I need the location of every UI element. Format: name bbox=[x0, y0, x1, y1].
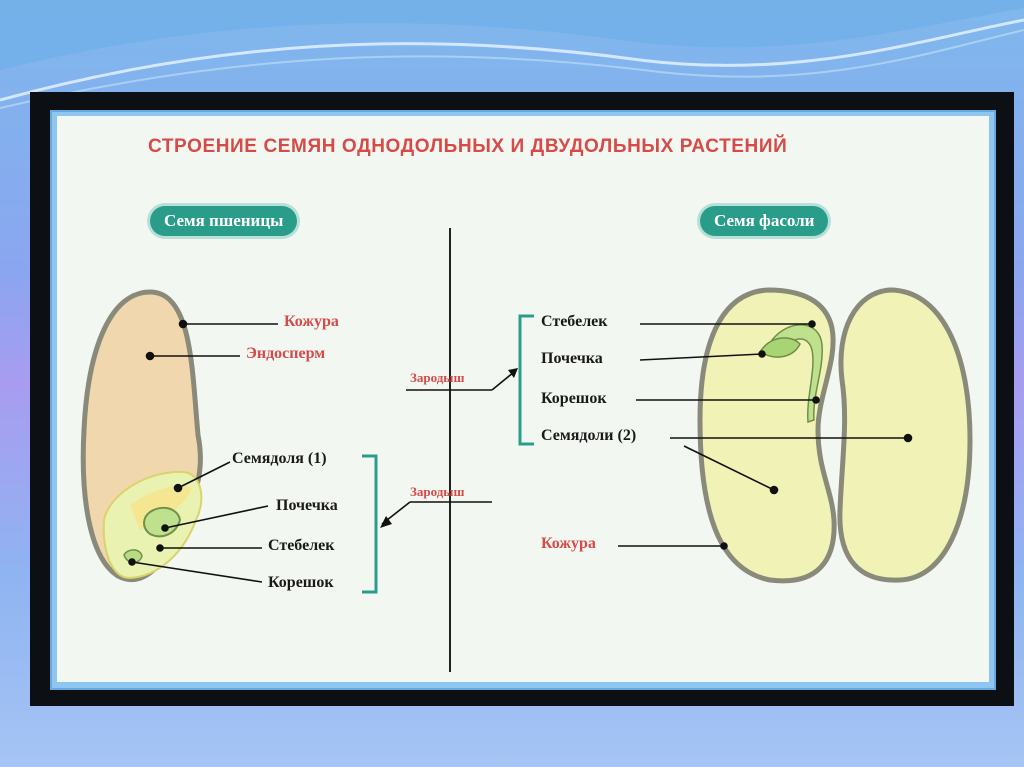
bean-bud-label: Почечка bbox=[541, 350, 603, 368]
bean-seed-badge: Семя фасоли bbox=[700, 206, 828, 236]
wheat-seed-drawing bbox=[83, 292, 201, 580]
wheat-endosperm-label: Эндосперм bbox=[246, 345, 325, 363]
wheat-embryo-bracket bbox=[362, 456, 376, 592]
bean-root-label: Корешок bbox=[541, 390, 607, 408]
wheat-seed-badge: Семя пшеницы bbox=[150, 206, 297, 236]
bean-cotyledons-label: Семядоли (2) bbox=[541, 427, 636, 445]
diagram-title: СТРОЕНИЕ СЕМЯН ОДНОДОЛЬНЫХ И ДВУДОЛЬНЫХ … bbox=[148, 136, 908, 158]
bean-stem-label: Стебелек bbox=[541, 313, 608, 331]
wheat-cotyledon-label: Семядоля (1) bbox=[232, 450, 327, 468]
bean-embryo-label: Зародыш bbox=[410, 370, 464, 386]
wheat-root-label: Корешок bbox=[268, 574, 334, 592]
bean-embryo-bracket bbox=[520, 316, 534, 444]
wheat-coat-label: Кожура bbox=[284, 313, 339, 331]
wheat-embryo-label: Зародыш bbox=[410, 484, 464, 500]
bean-coat-label: Кожура bbox=[541, 535, 596, 553]
wheat-stem-label: Стебелек bbox=[268, 537, 335, 555]
bean-seed-drawing bbox=[700, 290, 970, 581]
wheat-bud-label: Почечка bbox=[276, 497, 338, 515]
